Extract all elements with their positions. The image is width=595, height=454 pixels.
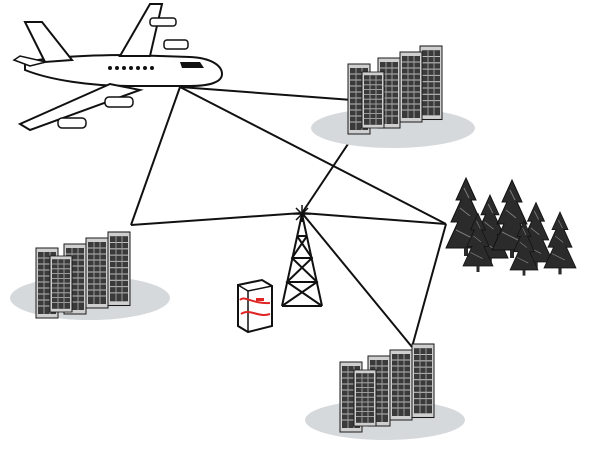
server-cabinet-icon	[237, 278, 273, 334]
link-airplane-forest	[179, 86, 447, 225]
city-buildings-icon	[10, 231, 170, 320]
airplane-icon	[12, 3, 224, 132]
city-buildings-icon	[305, 343, 465, 440]
link-city-bottom-forest	[411, 223, 447, 348]
forest-trees-icon	[445, 177, 577, 276]
radio-tower-icon	[281, 205, 323, 307]
link-city-bottom-hub	[301, 212, 413, 348]
link-forest-hub	[301, 212, 447, 225]
link-city-left-hub	[130, 212, 303, 226]
link-airplane-city-left	[130, 86, 181, 226]
city-buildings-icon	[311, 45, 475, 148]
network-links	[130, 86, 447, 348]
link-airplane-city-top-right	[179, 86, 353, 101]
